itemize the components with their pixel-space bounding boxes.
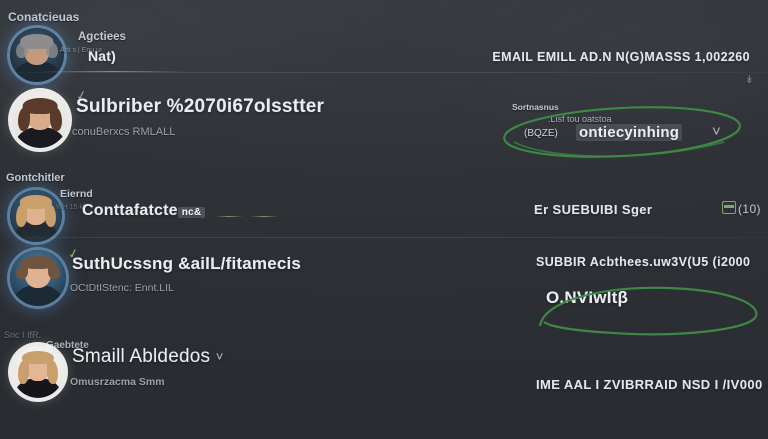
row-mini-tag: WH 15 k) [56,204,86,211]
contact-meta-count: (10) [722,201,761,216]
row-mini-tag: Arti s | Enu.ur [60,47,103,54]
contact-row[interactable]: ✓ SuthUcssng &ailL/fitamecis OCtDtIStenc… [0,244,768,336]
avatar-image [12,346,64,398]
contact-name-text: Smaill Abldedos [72,346,211,367]
contact-meta: IME AAL I ZVIBRRAID NSD I /IV000 [536,377,763,392]
contact-subtitle: OCtDtIStenc: Ennt.LIL [70,282,174,294]
contact-meta-highlight[interactable]: ontiecyinhing [576,124,683,141]
contact-meta: Er SUEBUIBI Sger [534,202,653,217]
section-label: Gaebtete [46,340,89,351]
contact-meta-code: (BQZE) [524,128,558,139]
avatar-image [10,190,62,242]
row-faint-label: Snc I IfR. [4,330,42,340]
contact-meta-label: Sortnasnus [512,102,559,112]
mail-badge-icon [722,201,736,214]
row-divider [0,72,768,73]
chevron-down-icon[interactable]: ˅ [215,349,224,364]
scroll-marker-icon: ↡ [744,74,754,86]
section-sublabel-activities: Agctiees [78,31,126,43]
avatar[interactable] [10,250,66,306]
avatar[interactable] [10,190,62,242]
avatar[interactable] [12,346,64,398]
avatar-image [10,28,64,82]
contact-name: Sulbriber %2070i67oIsstter [76,96,325,117]
contact-meta-highlight[interactable]: O.NVIwItβ [546,288,629,307]
row-accent-underline [250,216,278,217]
contact-row[interactable]: Snc I IfR. Gaebtete Smaill Abldedos ˅ Om… [0,330,768,400]
avatar[interactable] [12,92,68,148]
contact-row[interactable]: ✓ Sulbriber %2070i67oIsstter conuBerxcs … [0,86,768,158]
row-accent-underline [215,216,243,217]
contact-name: SuthUcssng &ailL/fitamecis [72,254,302,273]
avatar-image [12,92,68,148]
contact-name-chip[interactable]: nc& [177,207,206,218]
contact-meta: SUBBIR Acbthees.uw3V(U5 (i2000 [536,255,751,269]
section-label-contacts: Gontchitler [6,172,65,184]
avatar[interactable] [10,28,64,82]
contact-meta: EMAIL EMILL AD.N N(G)MASSS 1,002260 [492,50,750,64]
section-sublabel: Eiernd [60,188,93,200]
contact-name-text: Conttafatcte [82,202,178,219]
contact-row[interactable]: Gontchitler Eiernd WH 15 k) Conttafatcte… [0,168,768,242]
contact-subtitle: conuBerxcs RMLALL [72,126,176,138]
avatar-image [10,250,66,306]
contact-subtitle: Omusrzacma Smm [70,376,165,388]
contact-name: Nat) [88,48,117,64]
row-accent-underline [40,71,185,72]
chevron-down-icon[interactable]: ˅ [712,123,721,140]
row-divider [0,237,768,238]
contact-meta-count-text: (10) [738,202,761,216]
contact-name: Smaill Abldedos ˅ [72,346,223,368]
contact-row[interactable]: Conatcieuas Agctiees Arti s | Enu.ur Nat… [0,10,768,82]
section-label-contacts: Conatcieuas [8,10,80,24]
contact-meta-secondary: .Lisf tou oatstoa [548,114,612,124]
